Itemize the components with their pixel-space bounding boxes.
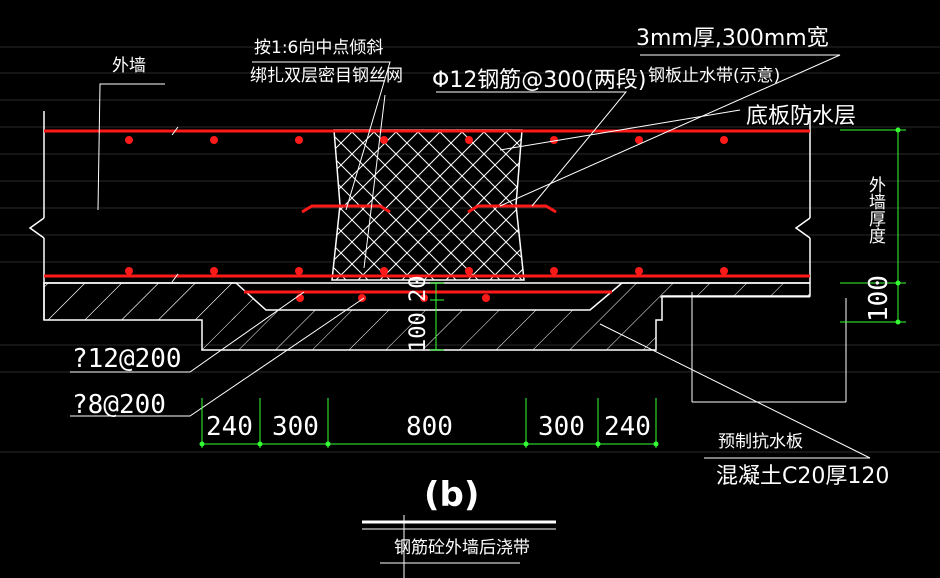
precast-board-label: 预制抗水板	[718, 432, 803, 452]
wall-thickness-label: 外墙厚度	[865, 176, 885, 244]
steel-waterstop-label: 钢板止水带(示意)	[648, 66, 781, 86]
rebar-dots	[125, 136, 728, 302]
dim-300-right: 300	[538, 412, 585, 442]
rebar-12-label: ?12@200	[72, 344, 182, 374]
dim-300-left: 300	[272, 412, 319, 442]
dim-800: 800	[406, 412, 453, 442]
slope-note-line1: 按1:6向中点倾斜	[254, 38, 384, 58]
figure-id: (b)	[424, 475, 480, 515]
rebar-phi12-label: Φ12钢筋@300(两段)	[432, 68, 647, 93]
rebar-lines	[44, 129, 810, 294]
dimension-lines	[201, 129, 906, 448]
caption: 钢筋砼外墙后浇带	[394, 538, 530, 558]
dim-20-vertical: 20	[406, 275, 431, 303]
dim-240-right: 240	[604, 412, 651, 442]
outer-wall-label: 外墙	[112, 56, 146, 76]
plate-size-label: 3mm厚,300mm宽	[636, 26, 829, 51]
dim-240-left: 240	[206, 412, 253, 442]
dim-100-vertical: 100	[406, 312, 431, 352]
dim-100-right: 100	[864, 275, 894, 322]
dimension-ticks	[199, 127, 901, 447]
leader-lines	[70, 54, 871, 459]
slope-note-line2: 绑扎双层密目钢丝网	[250, 66, 403, 86]
caption-underline	[362, 515, 556, 578]
floor-waterproof-label: 底板防水层	[746, 104, 857, 129]
concrete-label: 混凝土C20厚120	[716, 464, 890, 489]
rebar-8-label: ?8@200	[72, 390, 166, 420]
precast-board	[44, 283, 236, 320]
